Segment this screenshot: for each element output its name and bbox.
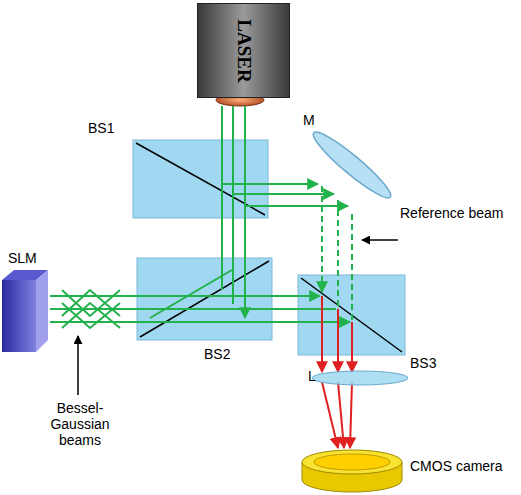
component-label: BS2 <box>204 346 230 362</box>
mirror <box>308 126 396 204</box>
component-label: M <box>303 112 315 128</box>
slm-device <box>2 270 48 352</box>
component-label: SLM <box>8 250 37 266</box>
device-name: LASER <box>232 19 254 82</box>
component-label: L <box>308 368 316 384</box>
beam-label: Bessel-Gaussian beams <box>38 400 122 448</box>
laser-box: LASER <box>197 3 290 98</box>
component-label: BS3 <box>410 355 436 371</box>
cmos-camera <box>302 450 402 492</box>
component-label: BS1 <box>88 120 114 136</box>
beam-label: Reference beam <box>400 205 504 221</box>
lens <box>312 371 408 385</box>
component-label: CMOS camera <box>410 458 510 474</box>
beam-splitter <box>137 258 272 340</box>
